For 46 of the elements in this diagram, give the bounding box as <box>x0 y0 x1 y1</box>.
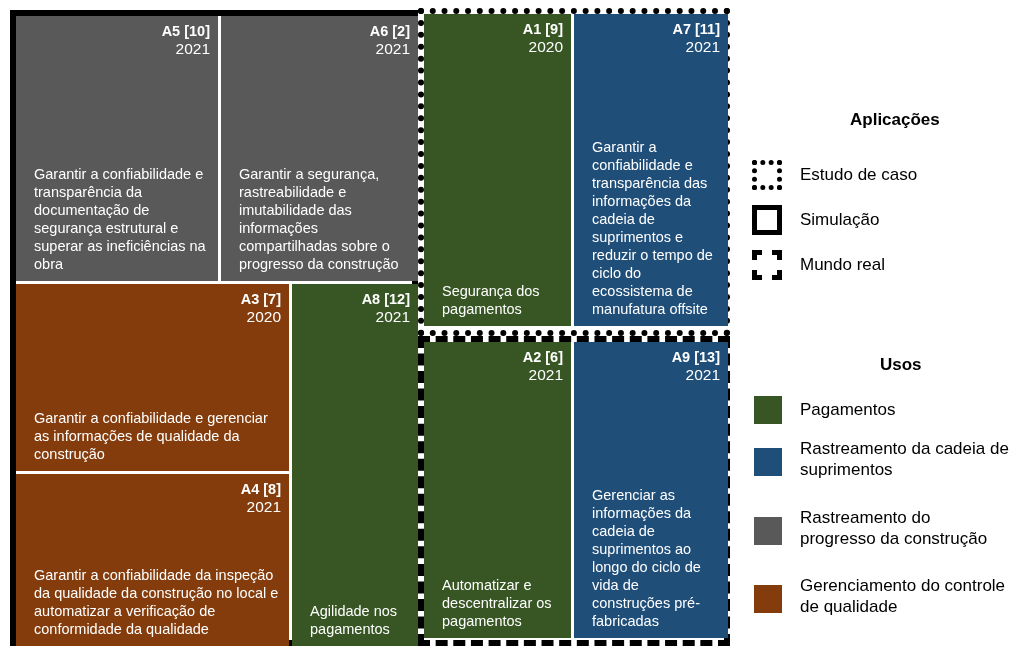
legend-text: Gerenciamento do controle de qualidade <box>800 575 1007 617</box>
treemap-tile <box>221 16 418 281</box>
study-id: A8 [12] <box>361 290 410 308</box>
treemap-tile <box>424 14 571 326</box>
year: 2020 <box>246 308 281 326</box>
legend-text: Rastreamento do progresso da construção <box>800 507 989 549</box>
treemap-tile <box>16 16 218 281</box>
legend-text: Simulação <box>800 209 881 230</box>
treemap-tile <box>16 284 289 471</box>
study-id: A1 [9] <box>522 20 563 38</box>
year: 2021 <box>375 40 410 58</box>
year: 2020 <box>528 38 563 56</box>
legend-text: Mundo real <box>800 254 887 275</box>
dashed-frame <box>418 336 730 646</box>
study-id: A6 [2] <box>369 22 410 40</box>
year: 2021 <box>528 366 563 384</box>
legend-text: Pagamentos <box>800 399 897 420</box>
treemap-tile <box>574 342 728 638</box>
study-id: A3 [7] <box>240 290 281 308</box>
description: Garantir a segurança, rastreabilidade e imutabilidade das informações compartilhadas sobre o progresso da construção <box>239 165 400 273</box>
description: Agilidade nos pagamentos <box>310 602 399 638</box>
treemap-tile <box>574 14 728 326</box>
study-id: A2 [6] <box>522 348 563 366</box>
year: 2021 <box>685 38 720 56</box>
legend-heading: Aplicações <box>850 110 940 130</box>
legend-text: Rastreamento da cadeia de suprimentos <box>800 438 1010 480</box>
treemap-tile <box>424 342 571 638</box>
description: Garantir a confiabilidade e transparência da documentação de segurança estrutural e superar as ineficiências na obra <box>34 165 207 273</box>
treemap-tile <box>16 474 289 646</box>
study-id: A4 [8] <box>240 480 281 498</box>
legend-text: Estudo de caso <box>800 164 919 185</box>
description: Segurança dos pagamentos <box>442 282 541 318</box>
description: Garantir a confiabilidade e gerenciar as informações de qualidade da construção <box>34 409 269 463</box>
legend-heading: Usos <box>880 355 922 375</box>
description: Automatizar e descentralizar os pagamentos <box>442 576 553 630</box>
year: 2021 <box>175 40 210 58</box>
study-id: A5 [10] <box>161 22 210 40</box>
study-id: A9 [13] <box>671 348 720 366</box>
description: Garantir a confiabilidade da inspeção da qualidade da construção no local e automatizar a verificação de conformidade da qualidade <box>34 566 280 638</box>
dotted-frame <box>418 8 730 336</box>
description: Garantir a confiabilidade e transparência das informações da cadeia de suprimentos e reduzir o tempo de ciclo do ecossistema de manufatura offsite <box>592 138 714 318</box>
year: 2021 <box>685 366 720 384</box>
study-id: A7 [11] <box>672 20 720 38</box>
year: 2021 <box>375 308 410 326</box>
description: Gerenciar as informações da cadeia de suprimentos ao longo do ciclo de vida de construções pré-fabricadas <box>592 486 702 630</box>
year: 2021 <box>246 498 281 516</box>
